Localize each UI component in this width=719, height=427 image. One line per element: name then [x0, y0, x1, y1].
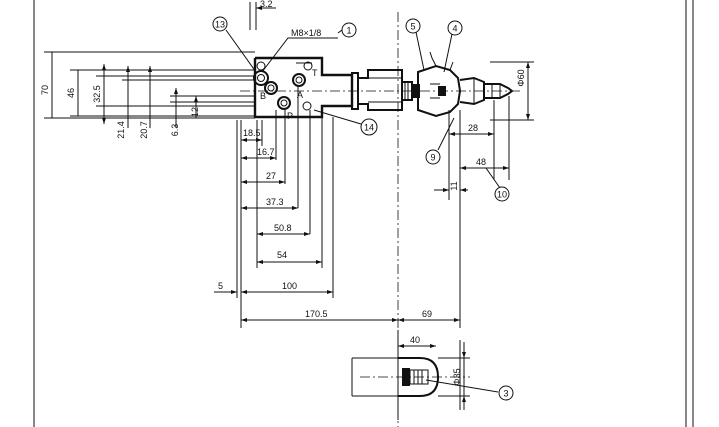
- dim-16-7: 16.7: [257, 147, 275, 157]
- drawing-frame: [33, 0, 694, 427]
- dim-phi60: Φ60: [516, 69, 526, 86]
- solenoid-actuator: [351, 51, 514, 118]
- port-label-t: T: [312, 68, 318, 78]
- dim-40: 40: [410, 335, 420, 345]
- callout-4: 4: [452, 24, 457, 34]
- dim-54: 54: [277, 250, 287, 260]
- dim-69: 69: [422, 309, 432, 319]
- top-dimension-lines: [225, 2, 343, 73]
- callout-9: 9: [430, 153, 435, 163]
- detail-view-solenoid: [351, 330, 499, 420]
- right-dimension-lines: [434, 96, 510, 200]
- callout-3: 3: [503, 389, 508, 399]
- callout-13: 13: [215, 20, 225, 30]
- callout-9-circle: [425, 149, 441, 165]
- bottom-extension-lines: [236, 86, 334, 328]
- dim-20-7: 20.7: [139, 121, 149, 139]
- dim-28: 28: [468, 123, 478, 133]
- dim-6-3: 6.3: [170, 124, 180, 137]
- callout-14: 14: [364, 123, 374, 133]
- port-label-a: A: [297, 90, 303, 100]
- callout-4-circle: [447, 20, 463, 36]
- dim-21-4: 21.4: [116, 121, 126, 139]
- dim-100: 100: [282, 281, 297, 291]
- dim-3-2: 3.2: [260, 0, 273, 9]
- dim-46: 46: [66, 88, 76, 98]
- dim-18-5: 18.5: [243, 128, 261, 138]
- dim-170-5: 170.5: [305, 309, 328, 319]
- dim-phi35: Φ35: [452, 368, 462, 385]
- phi60-dimension: [490, 61, 534, 121]
- callout-1-circle: [341, 22, 357, 38]
- callout-13-circle: [212, 16, 228, 32]
- dim-11: 11: [449, 181, 459, 190]
- dim-37-3: 37.3: [266, 197, 284, 207]
- callout-3-circle: [498, 385, 514, 401]
- dim-48: 48: [476, 157, 486, 167]
- callout-5: 5: [410, 22, 415, 32]
- dim-50-8: 50.8: [274, 223, 292, 233]
- callout-10-circle: [494, 186, 510, 202]
- bottom-dimension-lines: [214, 138, 461, 328]
- callout-1: 1: [346, 26, 351, 36]
- callout-10: 10: [497, 190, 507, 200]
- left-dimension-lines: [44, 51, 255, 128]
- dim-5: 5: [218, 281, 223, 291]
- thread-label: M8×1/8: [291, 28, 321, 38]
- dim-12: 12: [190, 107, 200, 117]
- port-label-b: B: [260, 91, 266, 101]
- callout-5-circle: [405, 18, 421, 34]
- dim-70: 70: [40, 85, 50, 95]
- port-holes: [253, 61, 313, 111]
- dim-32-5: 32.5: [92, 85, 102, 103]
- dim-27: 27: [266, 171, 276, 181]
- callout-14-circle: [360, 118, 378, 136]
- port-label-p: P: [287, 111, 293, 121]
